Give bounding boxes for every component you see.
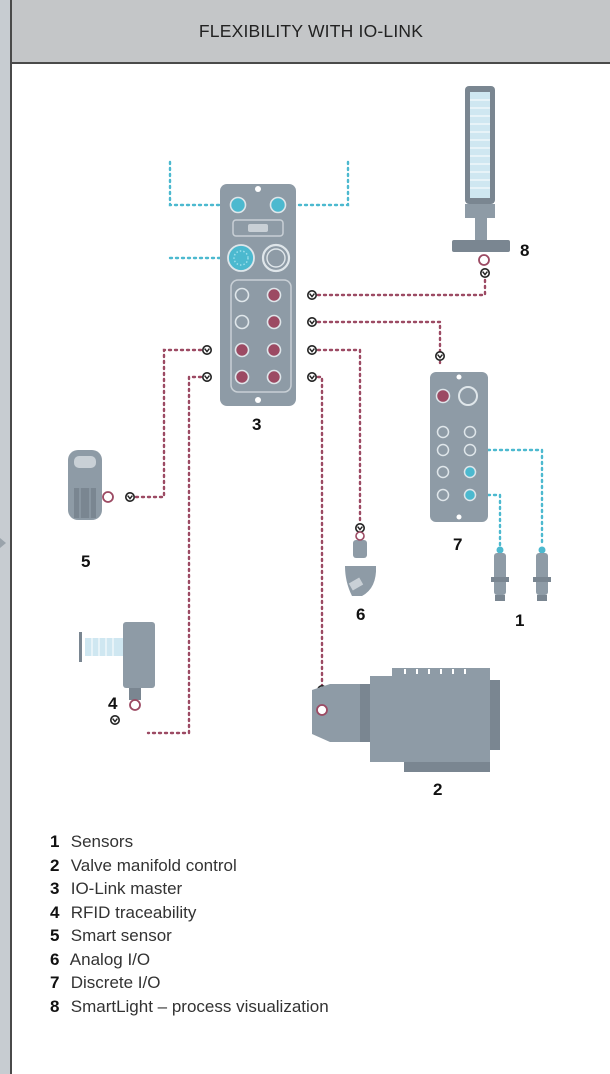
legend-number: 7 bbox=[50, 973, 60, 992]
legend-list: 1 Sensors 2 Valve manifold control 3 IO-… bbox=[50, 830, 329, 1018]
io-link-master bbox=[220, 184, 296, 406]
io-link-diagram: 8 3 7 5 6 1 4 2 bbox=[68, 86, 551, 799]
label-1: 1 bbox=[515, 611, 524, 630]
legend-item: 5 Smart sensor bbox=[50, 924, 329, 948]
label-8: 8 bbox=[520, 241, 529, 260]
legend-number: 3 bbox=[50, 879, 60, 898]
legend-number: 5 bbox=[50, 926, 60, 945]
smartlight-tower bbox=[452, 86, 510, 266]
legend-number: 1 bbox=[50, 832, 60, 851]
sensors bbox=[491, 546, 551, 601]
legend-text: Smart sensor bbox=[70, 926, 172, 945]
legend-text: SmartLight – process visualization bbox=[70, 996, 329, 1016]
legend-text: IO-Link master bbox=[70, 879, 183, 898]
smart-sensor bbox=[68, 450, 114, 520]
legend-number: 6 bbox=[50, 949, 60, 969]
rfid-reader bbox=[79, 622, 155, 711]
legend-item: 1 Sensors bbox=[50, 830, 329, 854]
label-7: 7 bbox=[453, 535, 462, 554]
analog-io-module bbox=[345, 531, 377, 596]
legend-number: 4 bbox=[50, 902, 60, 922]
io-link-panel: FLEXIBILITY WITH IO-LINK bbox=[10, 0, 610, 1074]
panel-header: FLEXIBILITY WITH IO-LINK bbox=[12, 0, 610, 64]
label-4: 4 bbox=[108, 694, 118, 713]
label-2: 2 bbox=[433, 780, 442, 799]
legend-text: Discrete I/O bbox=[70, 973, 161, 992]
side-scroll-arrow bbox=[0, 538, 6, 548]
label-3: 3 bbox=[252, 415, 261, 434]
legend-item: 8 SmartLight – process visualization bbox=[50, 995, 329, 1019]
legend-item: 3 IO-Link master bbox=[50, 877, 329, 901]
discrete-io-module bbox=[430, 372, 488, 522]
legend-number: 2 bbox=[50, 855, 60, 875]
label-6: 6 bbox=[356, 605, 365, 624]
valve-manifold bbox=[312, 668, 500, 772]
legend-item: 4 RFID traceability bbox=[50, 901, 329, 925]
legend-text: Valve manifold control bbox=[70, 855, 237, 875]
legend-number: 8 bbox=[50, 996, 60, 1016]
page-title: FLEXIBILITY WITH IO-LINK bbox=[198, 20, 424, 41]
legend-text: RFID traceability bbox=[70, 902, 197, 922]
legend-item: 6 Analog I/O bbox=[50, 948, 329, 972]
legend-item: 2 Valve manifold control bbox=[50, 854, 329, 878]
legend-text: Sensors bbox=[70, 832, 134, 851]
legend-text: Analog I/O bbox=[69, 949, 151, 969]
legend-item: 7 Discrete I/O bbox=[50, 971, 329, 995]
io-link-wiring bbox=[128, 278, 487, 735]
label-5: 5 bbox=[81, 552, 90, 571]
standard-wiring bbox=[168, 160, 544, 547]
